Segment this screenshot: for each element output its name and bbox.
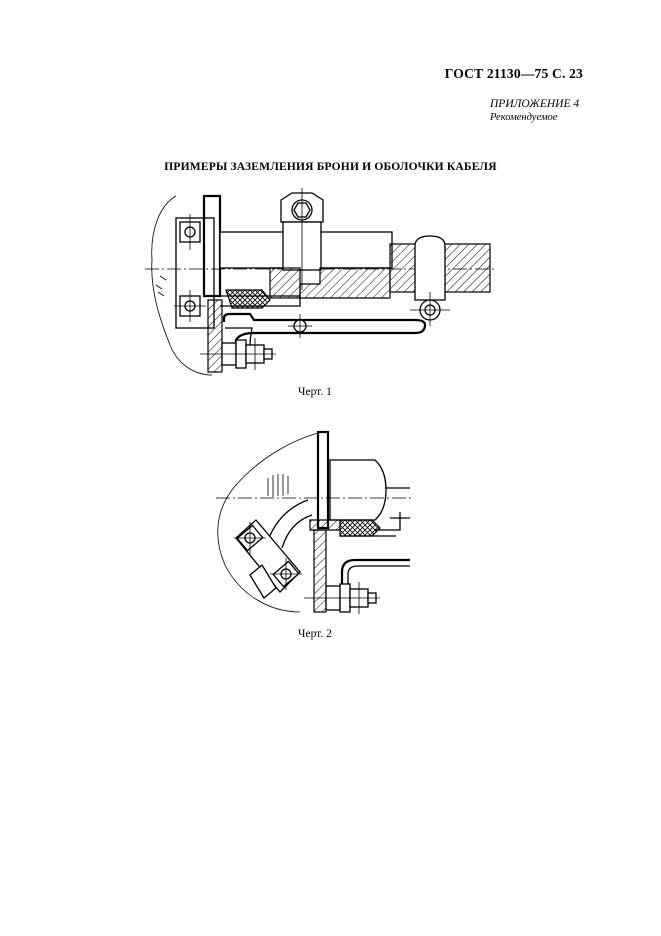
figure-1-drawing: [145, 188, 496, 376]
appendix-block: ПРИЛОЖЕНИЕ 4 Рекомендуемое: [490, 98, 579, 124]
page-title: ПРИМЕРЫ ЗАЗЕМЛЕНИЯ БРОНИ И ОБОЛОЧКИ КАБЕ…: [164, 161, 497, 173]
document-reference: ГОСТ 21130—75 С. 23: [444, 66, 583, 81]
figure-2-drawing: [216, 430, 414, 614]
figure-2-caption: Черт. 2: [298, 628, 332, 640]
appendix-label: ПРИЛОЖЕНИЕ 4: [490, 98, 580, 110]
figure-1-caption: Черт. 1: [298, 386, 332, 398]
appendix-status: Рекомендуемое: [490, 112, 558, 123]
